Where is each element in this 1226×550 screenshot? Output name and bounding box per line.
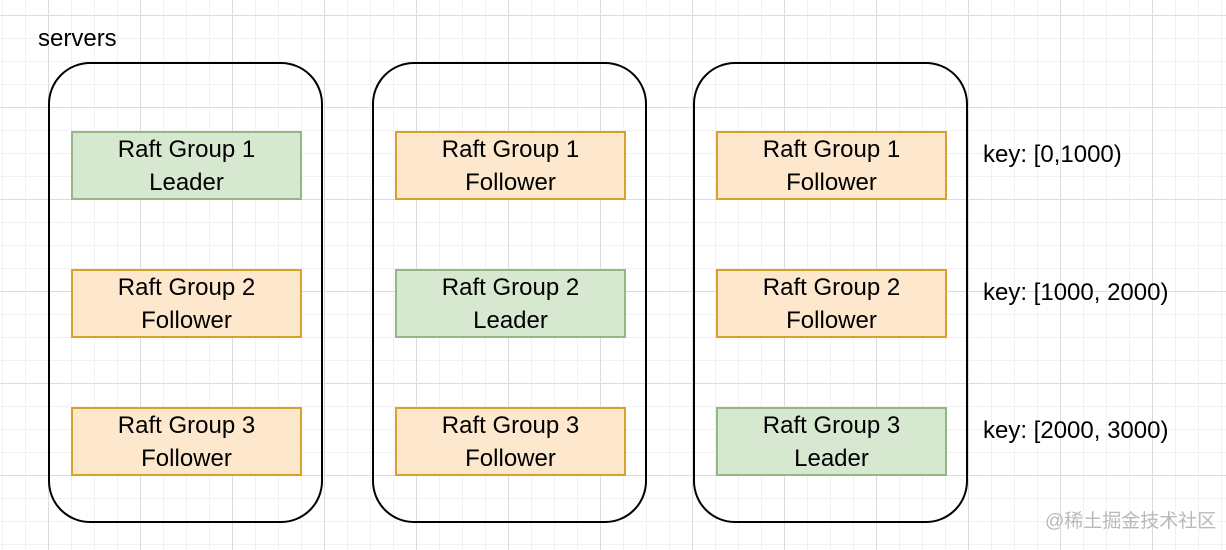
raft-group-name: Raft Group 2 [441, 273, 580, 301]
raft-group-box: Raft Group 1 Follower [395, 131, 626, 200]
raft-group-box: Raft Group 3 Follower [71, 407, 302, 476]
key-range-label-2: key: [1000, 2000) [983, 279, 1169, 306]
watermark: @稀土掘金技术社区 [1045, 511, 1217, 532]
raft-group-box: Raft Group 2 Follower [716, 269, 947, 338]
raft-group-box: Raft Group 3 Leader [716, 407, 947, 476]
server-3: Raft Group 1 Follower Raft Group 2 Follo… [693, 62, 968, 523]
server-1: Raft Group 1 Leader Raft Group 2 Followe… [48, 62, 323, 523]
raft-group-name: Raft Group 3 [762, 411, 901, 439]
raft-group-role: Leader [149, 168, 224, 196]
raft-group-box: Raft Group 1 Leader [71, 131, 302, 200]
server-2: Raft Group 1 Follower Raft Group 2 Leade… [372, 62, 647, 523]
raft-group-role: Leader [794, 444, 869, 472]
raft-group-role: Follower [786, 168, 877, 196]
raft-group-name: Raft Group 2 [117, 273, 256, 301]
raft-group-name: Raft Group 1 [762, 135, 901, 163]
raft-group-box: Raft Group 1 Follower [716, 131, 947, 200]
raft-group-name: Raft Group 1 [117, 135, 256, 163]
raft-group-name: Raft Group 1 [441, 135, 580, 163]
servers-label: servers [38, 25, 117, 52]
raft-group-role: Follower [465, 168, 556, 196]
raft-group-name: Raft Group 2 [762, 273, 901, 301]
raft-group-role: Follower [141, 444, 232, 472]
raft-group-role: Follower [786, 306, 877, 334]
raft-group-role: Leader [473, 306, 548, 334]
raft-group-role: Follower [465, 444, 556, 472]
key-range-label-3: key: [2000, 3000) [983, 417, 1169, 444]
raft-group-box: Raft Group 2 Leader [395, 269, 626, 338]
raft-group-name: Raft Group 3 [441, 411, 580, 439]
key-range-label-1: key: [0,1000) [983, 141, 1122, 168]
raft-group-role: Follower [141, 306, 232, 334]
raft-group-box: Raft Group 3 Follower [395, 407, 626, 476]
raft-group-box: Raft Group 2 Follower [71, 269, 302, 338]
raft-group-name: Raft Group 3 [117, 411, 256, 439]
